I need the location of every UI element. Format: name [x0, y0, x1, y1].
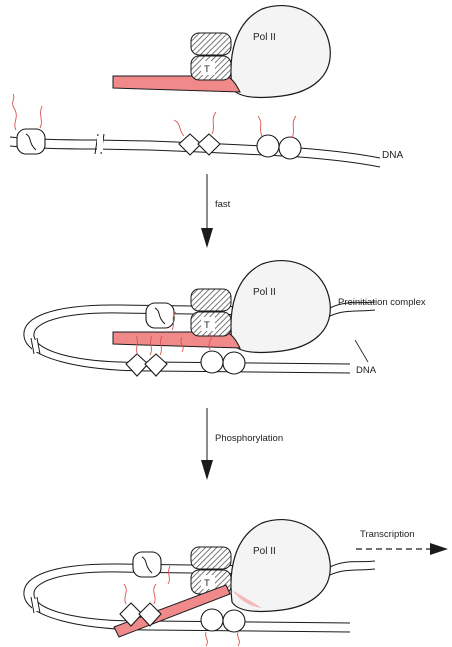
- pol-ii-blob-2: [230, 260, 331, 354]
- tbp-label-3: T: [204, 578, 210, 589]
- tbp-label-box: [201, 61, 215, 75]
- pol-ii-label: Pol II: [253, 32, 276, 43]
- transcription-label: Transcription: [360, 529, 415, 540]
- activation-domains-3: [123, 565, 240, 647]
- phosphorylation-label: Phosphorylation: [215, 433, 283, 444]
- activation-domains-1: [12, 93, 297, 139]
- circle-factor-right-3: [222, 609, 246, 633]
- ctd-tail-3: [113, 584, 231, 638]
- pol-ii-blob-3: [230, 519, 331, 613]
- diamond-factor-left: [178, 133, 202, 156]
- tbp-label-2: T: [204, 320, 210, 331]
- diamond-factor-right-3: [138, 602, 162, 627]
- dna-label-2: DNA: [356, 365, 377, 376]
- panel-preinitiation: Pol II T: [23, 260, 376, 377]
- arrow-fast: [201, 174, 213, 248]
- circle-factor-left-3: [200, 608, 224, 632]
- panel-free-polymerase: Pol II T: [112, 5, 331, 99]
- pol-ii-label-2: Pol II: [253, 287, 276, 298]
- preinitiation-label: Preinitiation complex: [338, 297, 426, 308]
- dna-label-1: DNA: [382, 150, 403, 161]
- diamond-factor-right: [197, 133, 221, 156]
- dna-strand-1: [9, 93, 381, 168]
- diamond-factor-left-2: [125, 353, 149, 377]
- circle-factor-left: [256, 134, 280, 158]
- circle-factor-left-2: [200, 350, 224, 374]
- tfiid-upper-block: [190, 32, 232, 56]
- fast-label: fast: [215, 199, 231, 210]
- tfiid-upper-block-3: [190, 546, 232, 570]
- panel-transcription: Pol II T: [23, 519, 448, 647]
- activation-domains-2: [135, 311, 212, 356]
- circle-factor-right: [278, 136, 302, 160]
- diamond-factor-left-3: [119, 602, 143, 627]
- diamond-factor-right-2: [144, 353, 168, 377]
- pol-ii-blob: [230, 5, 331, 99]
- tfiid-upper-block-2: [190, 288, 232, 312]
- tbp-label: T: [204, 64, 210, 75]
- arrow-phosphorylation: [201, 408, 213, 480]
- pol-ii-label-3: Pol II: [253, 546, 276, 557]
- circle-factor-right-2: [222, 351, 246, 375]
